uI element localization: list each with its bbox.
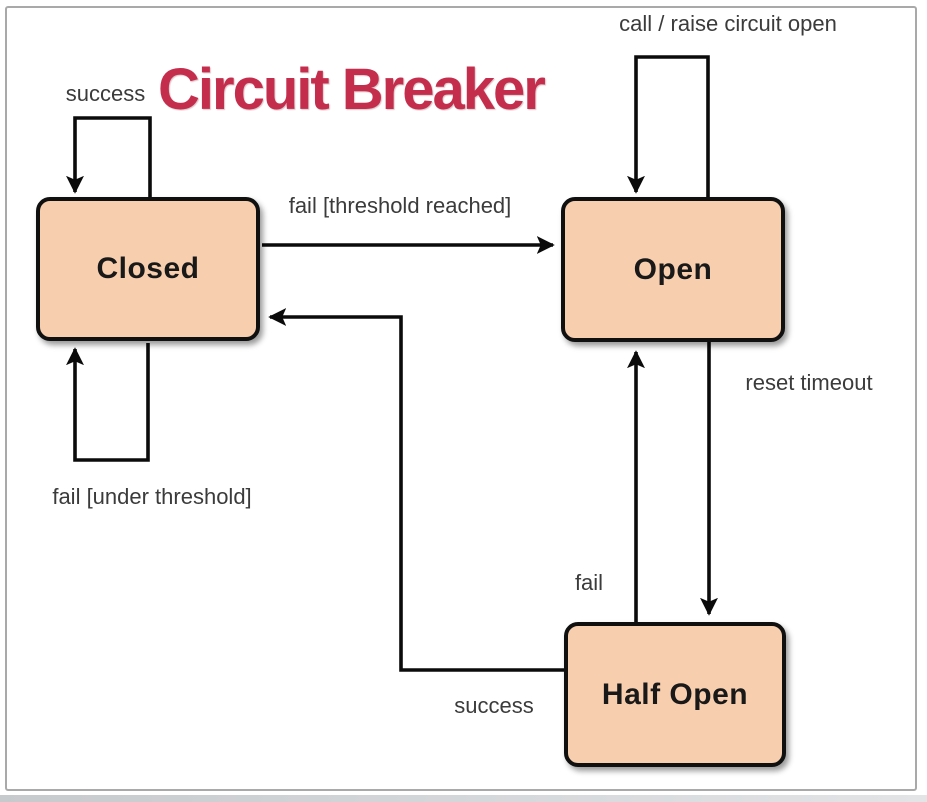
transition-label-call-raise-circuit-open: call / raise circuit open	[619, 11, 837, 36]
state-open: Open	[561, 197, 785, 342]
state-half-open-label: Half Open	[601, 677, 749, 711]
transition-label-success-self: success	[65, 81, 146, 106]
state-closed-label: Closed	[96, 252, 200, 285]
page-title: Circuit Breaker	[158, 57, 546, 122]
arrow-success-self-closed	[66, 116, 152, 197]
state-closed: Closed	[36, 197, 260, 341]
transition-label-success-return: success	[454, 693, 534, 718]
state-open-label: Open	[633, 252, 713, 286]
transition-label-reset-timeout: reset timeout	[745, 370, 873, 395]
transition-label-fail-under-threshold: fail [under threshold]	[52, 484, 252, 509]
bottom-edge-strip	[0, 795, 927, 802]
transition-label-fail-threshold-reached: fail [threshold reached]	[288, 193, 512, 218]
arrow-call-raise-circuit-open	[627, 55, 710, 199]
arrow-fail-under-threshold	[66, 343, 150, 462]
arrow-success-half-open-to-closed	[268, 308, 565, 672]
state-half-open: Half Open	[564, 622, 786, 767]
transition-label-fail: fail	[574, 570, 604, 595]
